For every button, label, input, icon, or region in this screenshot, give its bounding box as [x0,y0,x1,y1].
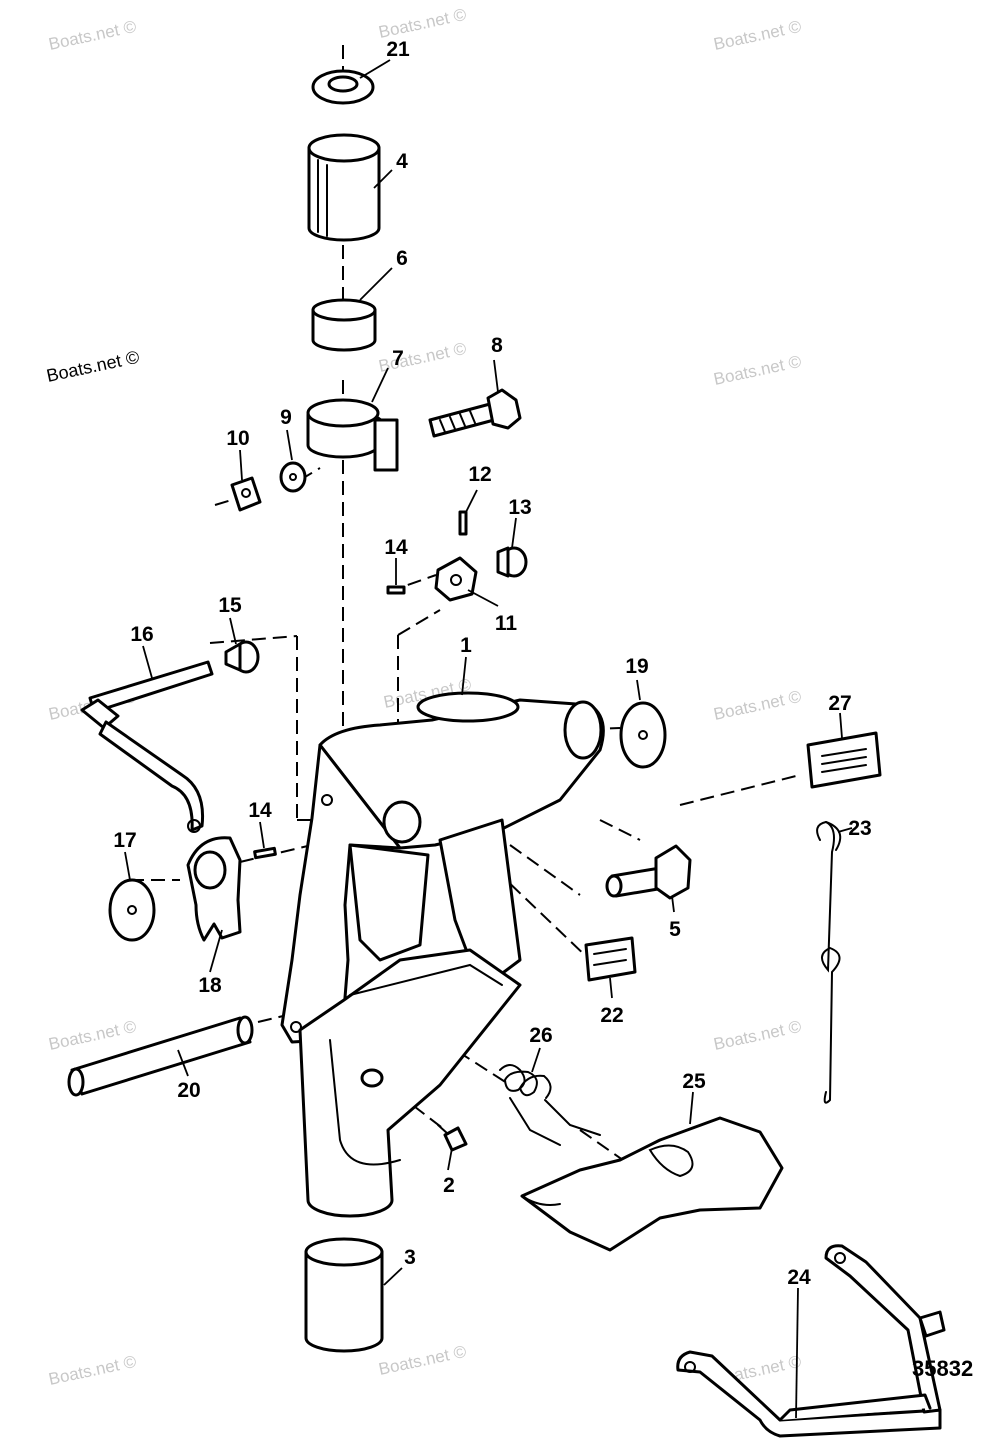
part-18-cam [186,836,242,942]
callout-20: 20 [177,1079,200,1102]
part-12-pin [458,510,468,536]
part-10-nut [230,476,262,512]
callout-25: 25 [682,1070,706,1093]
callout-22: 22 [600,1004,623,1027]
watermark-dark: Boats.net © [45,347,141,386]
part-23-wire-clip [816,820,842,1104]
watermark: Boats.net © [377,5,469,42]
watermark: Boats.net © [47,1017,139,1054]
watermark: Boats.net © [712,352,804,389]
callout-2: 2 [443,1174,455,1197]
callout-14: 14 [384,536,408,559]
callout-21: 21 [386,38,410,61]
watermark: Boats.net © [712,687,804,724]
part-20-pin [67,1015,254,1097]
callout-15: 15 [218,594,242,617]
part-13-bushing [496,546,528,578]
part-7-clamp [306,398,399,472]
watermark: Boats.net © [377,1342,469,1379]
callout-9: 9 [280,406,292,429]
callout-26: 26 [529,1024,552,1047]
leader-lines [124,59,853,1419]
callout-10: 10 [226,427,249,450]
part-11-block [434,556,478,602]
callout-6: 6 [396,247,408,270]
part-6-bushing [311,298,377,352]
callout-18: 18 [198,974,222,997]
callout-19: 19 [625,655,648,678]
callout-17: 17 [113,829,136,852]
watermark: Boats.net © [712,17,804,54]
figure-number: 35832 [912,1356,973,1381]
part-27-label [806,731,882,789]
part-9-washer [279,461,307,493]
part-14-pin [386,585,406,595]
callout-23: 23 [848,817,871,840]
part-8-bolt [428,388,522,438]
callout-7: 7 [392,347,404,370]
callout-27: 27 [828,692,851,715]
callout-5: 5 [669,918,681,941]
watermark: Boats.net © [712,1017,804,1054]
callout-16: 16 [130,623,153,646]
callout-11: 11 [495,612,518,635]
part-14-pin [253,846,277,860]
part-21-washer [311,69,375,105]
part-16-lever-shaft [80,660,214,833]
part-4-bushing [307,133,381,242]
part-22-label [584,936,637,982]
callout-12: 12 [468,463,491,486]
watermark: Boats.net © [47,17,139,54]
callout-13: 13 [508,496,531,519]
watermark: Boats.net © [377,339,469,376]
part-26-spring [499,1064,601,1146]
part-15-bushing [224,640,260,674]
part-24-bracket [676,1244,946,1438]
callout-3: 3 [404,1246,416,1269]
part-25-plate [520,1116,784,1252]
callouts: 21 4 6 7 8 9 10 12 13 14 11 15 16 1 19 2… [113,38,871,1289]
part-17-washer [108,878,156,942]
part-19-washer [619,701,667,769]
callout-1: 1 [460,634,472,657]
callout-8: 8 [491,334,503,357]
watermark: Boats.net © [47,1352,139,1389]
callout-14: 14 [248,799,272,822]
part-1-swivel-bracket [280,691,605,1218]
part-3-bushing [304,1237,384,1353]
callout-24: 24 [787,1266,811,1289]
part-5-bolt [605,844,692,900]
callout-4: 4 [396,150,408,173]
part-2-screw [437,1124,468,1152]
